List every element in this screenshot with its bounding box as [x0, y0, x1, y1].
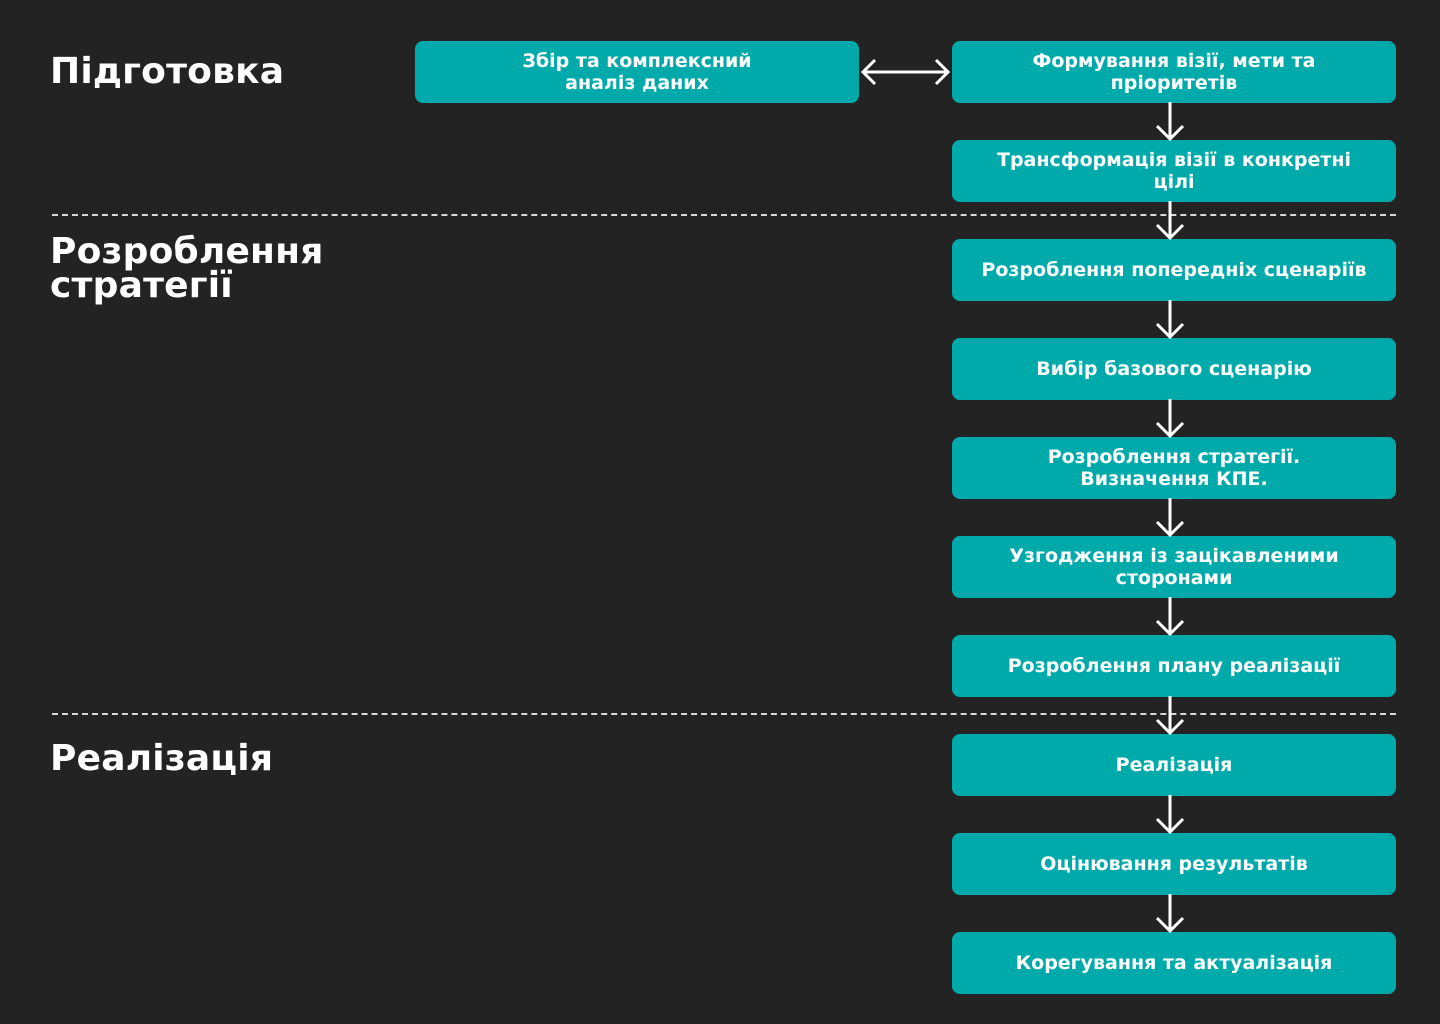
down-arrow-icon: [1155, 300, 1185, 340]
step-strategy-kpi: Розроблення стратегії. Визначення КПЕ.: [952, 437, 1396, 499]
step-stakeholders: Узгодження із зацікавленими сторонами: [952, 536, 1396, 598]
step-implementation-plan: Розроблення плану реалізації: [952, 635, 1396, 697]
step-implementation-label: Реалізація: [1115, 754, 1233, 776]
step-adjustment: Корегування та актуалізація: [952, 932, 1396, 994]
step-stakeholders-label: Узгодження із зацікавленими сторонами: [1009, 545, 1339, 589]
down-arrow-icon: [1155, 597, 1185, 637]
phase-title-implementation: Реалізація: [50, 738, 274, 779]
phase-divider-preparation-development: [52, 214, 1396, 216]
step-implementation-plan-label: Розроблення плану реалізації: [1007, 655, 1341, 677]
bidirectional-arrow-icon: [860, 58, 951, 86]
phase-title-strategy-development: Розроблення стратегії: [50, 231, 324, 306]
down-arrow-icon: [1155, 399, 1185, 439]
step-adjustment-label: Корегування та актуалізація: [1015, 952, 1333, 974]
down-arrow-icon: [1155, 102, 1185, 142]
step-preliminary-scenarios-label: Розроблення попередніх сценаріїв: [981, 259, 1367, 281]
step-evaluation-label: Оцінювання результатів: [1040, 853, 1308, 875]
step-implementation: Реалізація: [952, 734, 1396, 796]
step-data-collection-label: Збір та комплексний аналіз даних: [522, 50, 752, 94]
step-transformation: Трансформація візії в конкретні цілі: [952, 140, 1396, 202]
step-evaluation: Оцінювання результатів: [952, 833, 1396, 895]
step-base-scenario: Вибір базового сценарію: [952, 338, 1396, 400]
down-arrow-icon: [1155, 201, 1185, 241]
phase-divider-development-implementation: [52, 713, 1396, 715]
step-strategy-kpi-label: Розроблення стратегії. Визначення КПЕ.: [1047, 446, 1301, 490]
down-arrow-icon: [1155, 498, 1185, 538]
down-arrow-icon: [1155, 894, 1185, 934]
down-arrow-icon: [1155, 795, 1185, 835]
step-vision: Формування візії, мети та пріоритетів: [952, 41, 1396, 103]
down-arrow-icon: [1155, 696, 1185, 736]
step-vision-label: Формування візії, мети та пріоритетів: [1032, 50, 1316, 94]
step-base-scenario-label: Вибір базового сценарію: [1036, 358, 1312, 380]
step-transformation-label: Трансформація візії в конкретні цілі: [996, 149, 1351, 193]
phase-title-preparation: Підготовка: [50, 51, 285, 92]
step-preliminary-scenarios: Розроблення попередніх сценаріїв: [952, 239, 1396, 301]
step-data-collection: Збір та комплексний аналіз даних: [415, 41, 859, 103]
